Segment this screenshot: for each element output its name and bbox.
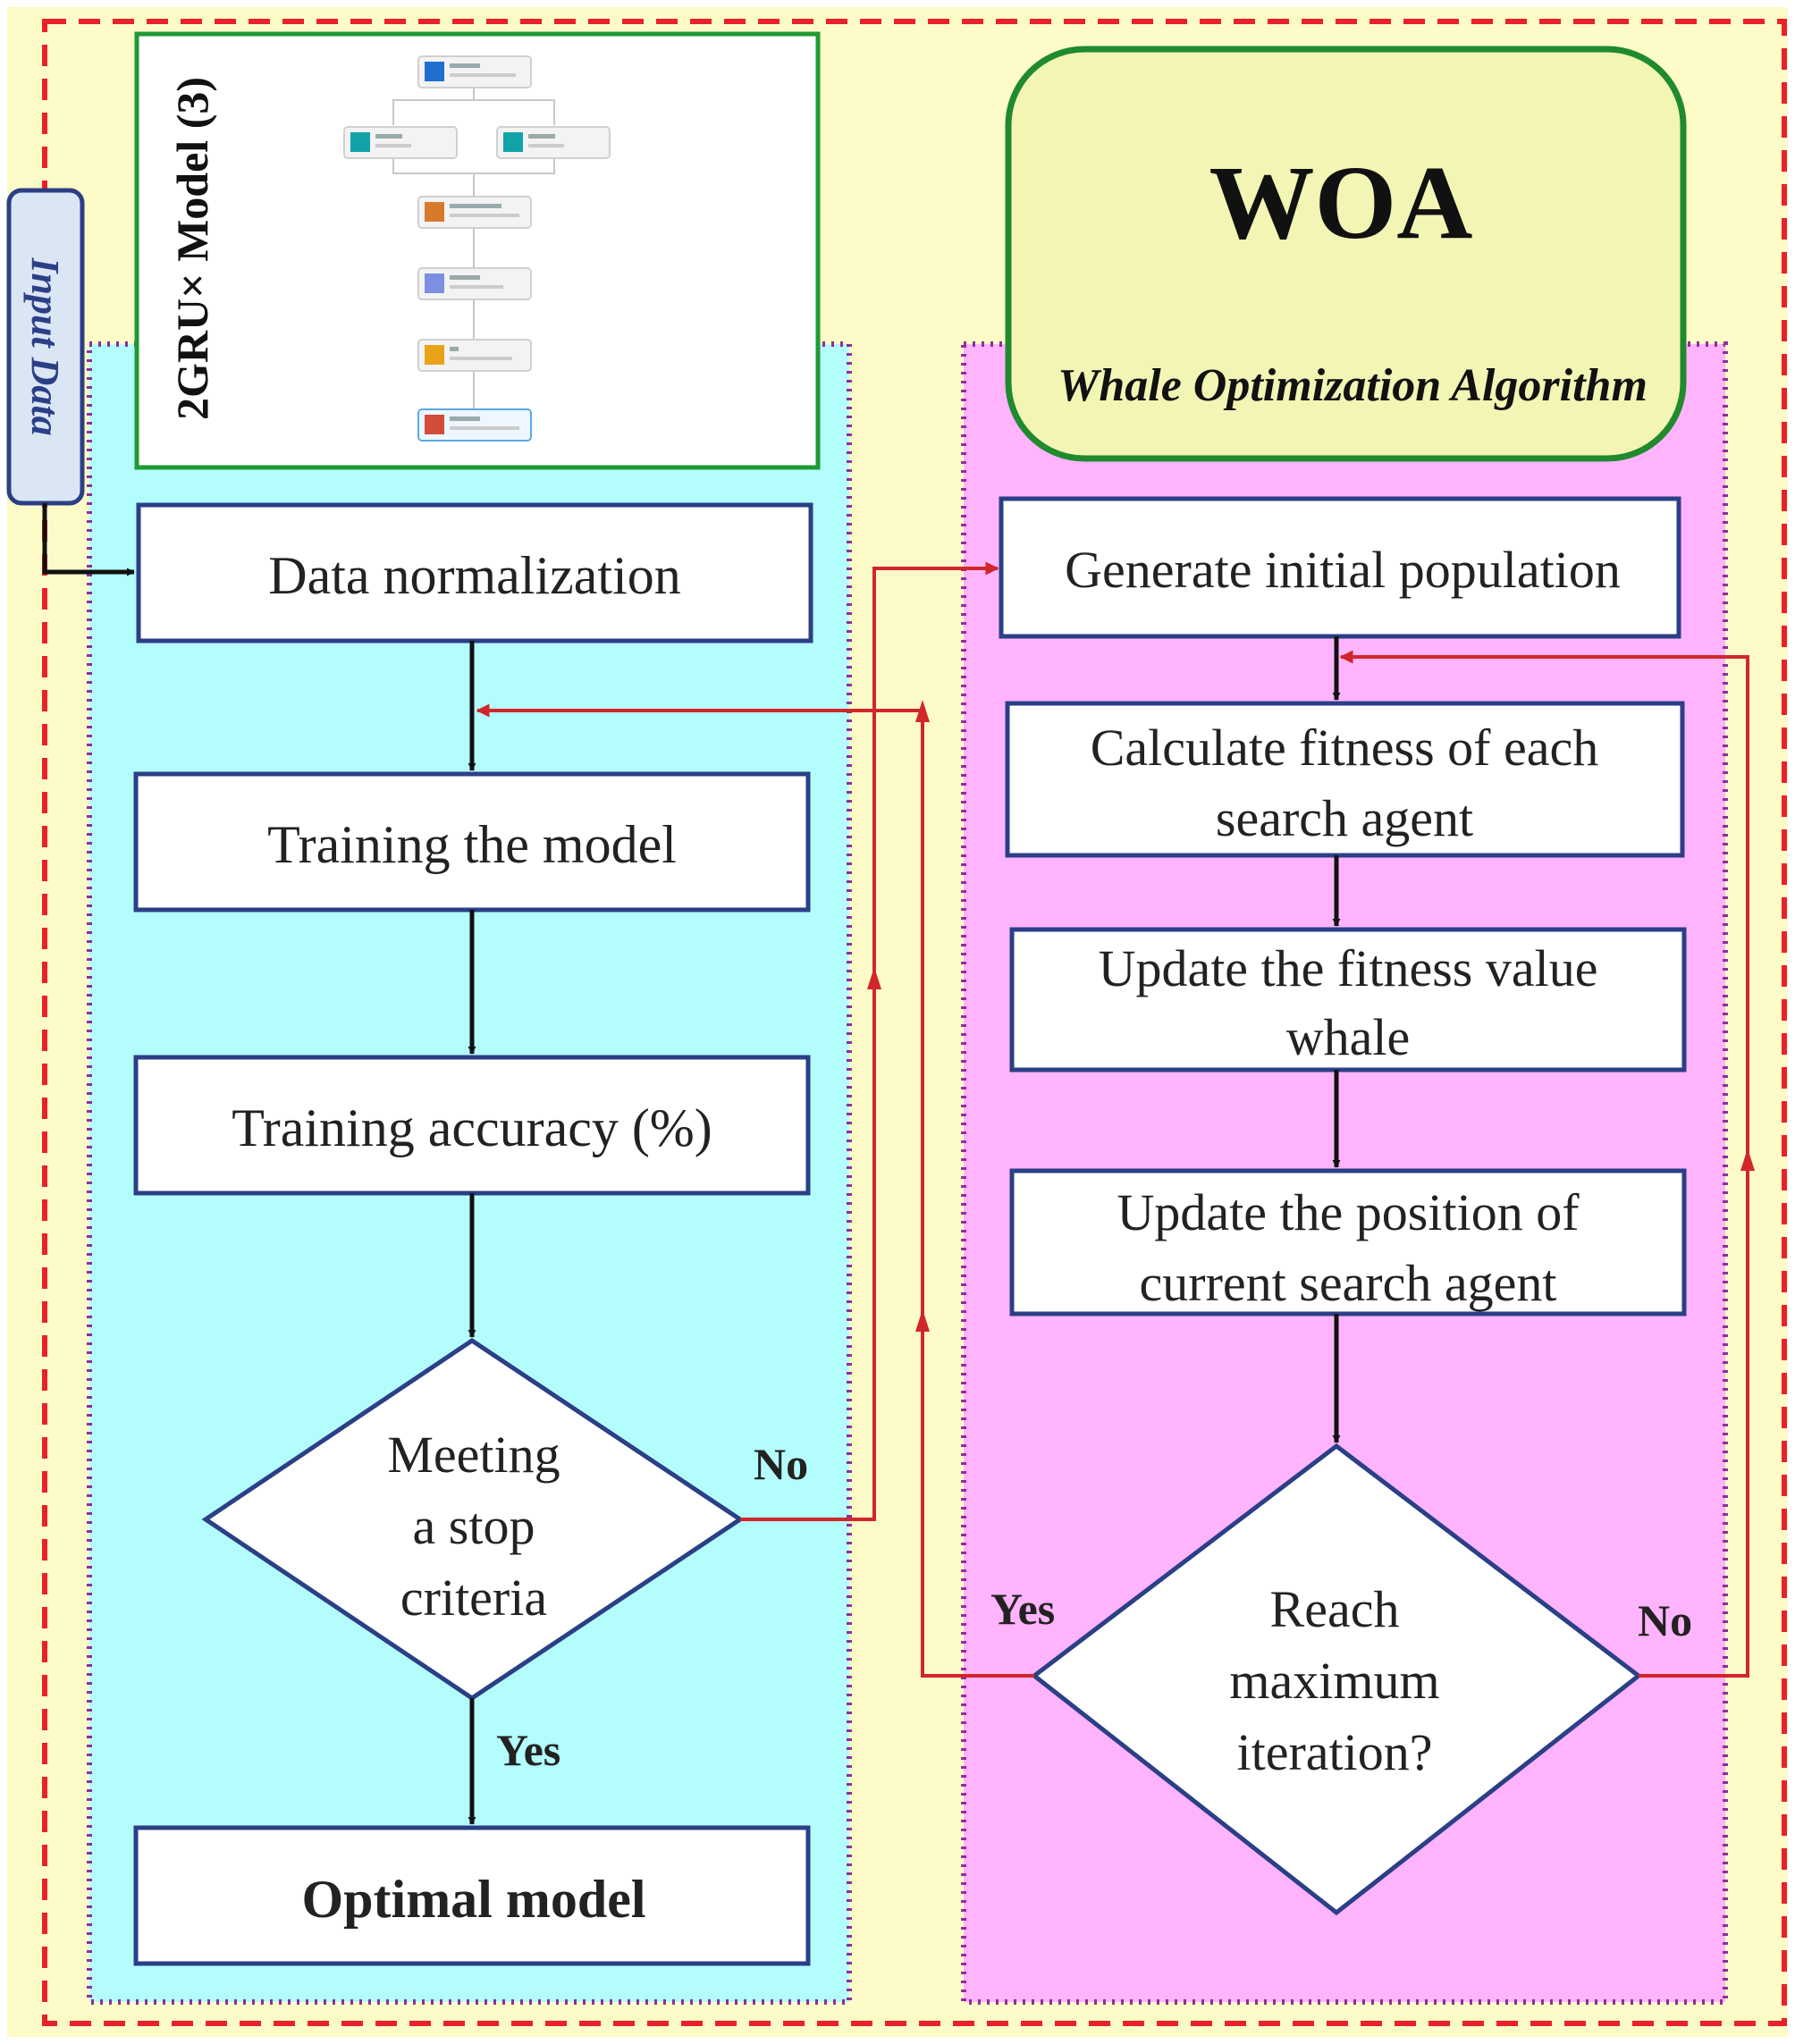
model-panel-title: 2GRU× Model (3) (167, 77, 217, 420)
max-iteration-line-1: Reach (1270, 1580, 1400, 1638)
stop-criteria-line-2: a stop (413, 1497, 535, 1555)
woa-subtitle: Whale Optimization Algorithm (1058, 360, 1648, 411)
stop-no-to-woa-arrow (740, 561, 999, 1521)
left-no-label: No (754, 1439, 808, 1489)
data-normalization-label: Data normalization (268, 546, 680, 605)
thumb-node-multiplication (417, 196, 532, 229)
stop-criteria-line-1: Meeting (387, 1426, 560, 1484)
calculate-fitness-line-2: search agent (1216, 789, 1473, 847)
max-iteration-diamond (1030, 1443, 1643, 1916)
update-position-line-2: current search agent (1140, 1254, 1557, 1312)
optimal-model-box (133, 1825, 811, 1966)
right-yes-label: Yes (990, 1584, 1055, 1634)
stop-no-midpoint-arrowhead (867, 967, 881, 989)
input-to-normalization-arrow (42, 503, 135, 576)
thumb-node-fully-connected (417, 339, 532, 372)
woa-yes-midpoint-arrowhead (915, 1309, 930, 1332)
right-no-label: No (1638, 1595, 1692, 1645)
training-accuracy-label: Training accuracy (%) (232, 1098, 712, 1157)
update-fitness-line-2: whale (1286, 1008, 1411, 1066)
input-data-label: Input Data (23, 257, 67, 435)
stop-criteria-line-3: criteria (400, 1569, 547, 1627)
optimal-model-label: Optimal model (302, 1870, 646, 1929)
model-thumbnail (343, 55, 611, 442)
thumb-node-dropout (417, 267, 532, 300)
max-iteration-line-3: iteration? (1236, 1723, 1432, 1781)
max-iteration-line-2: maximum (1229, 1652, 1439, 1710)
left-yes-label: Yes (496, 1725, 560, 1775)
woa-no-midpoint-arrowhead (1740, 1148, 1755, 1171)
thumb-node-input (417, 55, 532, 88)
generate-population-box (999, 496, 1681, 639)
generate-population-label: Generate initial population (1065, 541, 1621, 599)
woa-title: WOA (1209, 144, 1473, 261)
calculate-fitness-box (1005, 701, 1685, 858)
outer-dashed-frame (42, 19, 1787, 2026)
woa-yes-upper-arrowhead (915, 700, 930, 722)
woa-yes-to-training-arrow (476, 703, 1034, 1678)
thumb-node-gru-2 (496, 126, 611, 159)
update-fitness-box (1009, 927, 1687, 1072)
woa-header (1005, 46, 1687, 462)
update-position-box (1009, 1168, 1687, 1316)
thumb-node-gru-1 (343, 126, 458, 159)
thumb-node-output (417, 408, 532, 442)
calculate-fitness-line-1: Calculate fitness of each (1091, 719, 1598, 777)
update-fitness-line-1: Update the fitness value (1099, 939, 1598, 997)
training-model-label: Training the model (267, 815, 677, 874)
update-position-line-1: Update the position of (1117, 1183, 1580, 1241)
model-panel (134, 31, 821, 470)
data-normalization-box (136, 502, 813, 643)
